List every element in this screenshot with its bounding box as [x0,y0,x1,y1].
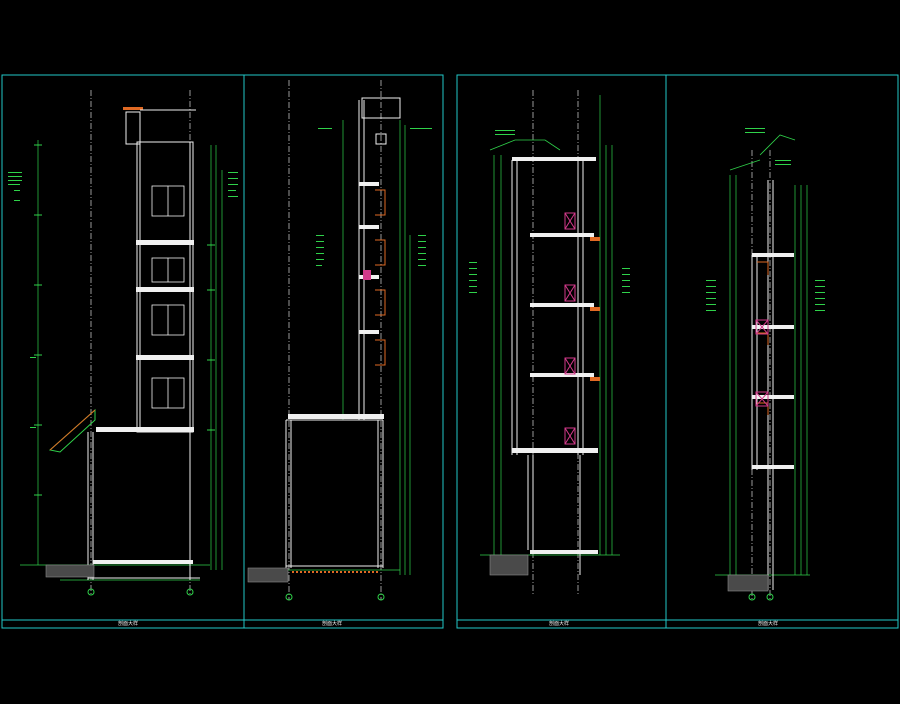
section-b [247,80,432,601]
sheet-titles: 剖面大样 剖面大样 剖面大样 剖面大样 [118,620,778,627]
sheet-title: 剖面大样 [549,620,569,627]
sheet-title: 剖面大样 [322,620,342,627]
frame-left [1,74,444,629]
frame-right [456,74,899,629]
section-c [469,90,630,595]
sheet-frames [1,74,899,629]
sheet-title: 剖面大样 [118,620,138,627]
section-a [8,90,238,596]
sheet-title: 剖面大样 [758,620,778,627]
section-d [706,128,825,601]
